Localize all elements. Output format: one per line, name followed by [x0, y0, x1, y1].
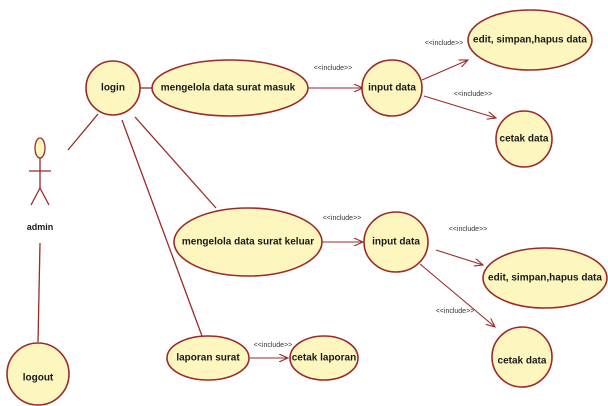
usecase-laporan: laporan surat	[166, 335, 250, 381]
include-input1-cetak	[423, 95, 496, 118]
include-label-5: <<include>>	[449, 226, 488, 233]
usecase-cetak-2-label: cetak data	[498, 356, 547, 367]
assoc-actor-login	[67, 113, 99, 151]
assoc-actor-logout	[37, 242, 41, 343]
actor-head	[34, 137, 46, 159]
usecase-cetak-2: cetak data	[491, 326, 553, 388]
usecase-kelola-masuk: mengelola data surat masuk	[151, 59, 309, 117]
actor-leg-left	[30, 187, 41, 206]
usecase-cetak-1: cetak data	[495, 110, 553, 168]
usecase-logout-label: logout	[23, 373, 54, 384]
include-label-1: <<include>>	[314, 65, 353, 72]
usecase-input-data-2: input data	[363, 211, 429, 273]
usecase-edit-2-label: edit, simpan,hapus data	[488, 273, 602, 284]
include-input2-cetak	[419, 263, 495, 327]
usecase-input-data-1: input data	[361, 59, 423, 117]
usecase-input-data-2-label: input data	[372, 237, 420, 248]
include-label-6: <<include>>	[436, 308, 475, 315]
usecase-kelola-masuk-label: mengelola data surat masuk	[161, 83, 296, 94]
usecase-laporan-label: laporan surat	[176, 353, 240, 364]
usecase-logout: logout	[6, 342, 70, 406]
assoc-login-kelola-keluar	[134, 116, 217, 209]
usecase-cetak-laporan: cetak laporan	[289, 335, 359, 381]
actor-leg-right	[39, 187, 50, 206]
include-input1-edit	[421, 60, 468, 81]
usecase-cetak-1-label: cetak data	[500, 134, 549, 145]
usecase-kelola-keluar-label: mengelola data surat keluar	[182, 237, 314, 248]
usecase-edit-1-label: edit, simpan,hapus data	[473, 35, 587, 46]
usecase-login-label: login	[101, 83, 125, 94]
include-label-7: <<include>>	[254, 342, 293, 349]
include-input2-edit	[435, 249, 483, 265]
usecase-kelola-keluar: mengelola data surat keluar	[173, 207, 323, 277]
include-label-2: <<include>>	[425, 40, 464, 47]
usecase-edit-1: edit, simpan,hapus data	[467, 9, 593, 71]
usecase-cetak-laporan-label: cetak laporan	[292, 353, 356, 364]
include-label-3: <<include>>	[454, 91, 493, 98]
usecase-edit-2: edit, simpan,hapus data	[482, 247, 608, 309]
actor-label: admin	[27, 222, 54, 232]
include-label-4: <<include>>	[323, 215, 362, 222]
assoc-login-laporan	[121, 119, 203, 337]
usecase-input-data-1-label: input data	[368, 83, 416, 94]
actor-admin: admin	[27, 137, 54, 232]
usecase-login: login	[85, 60, 141, 116]
